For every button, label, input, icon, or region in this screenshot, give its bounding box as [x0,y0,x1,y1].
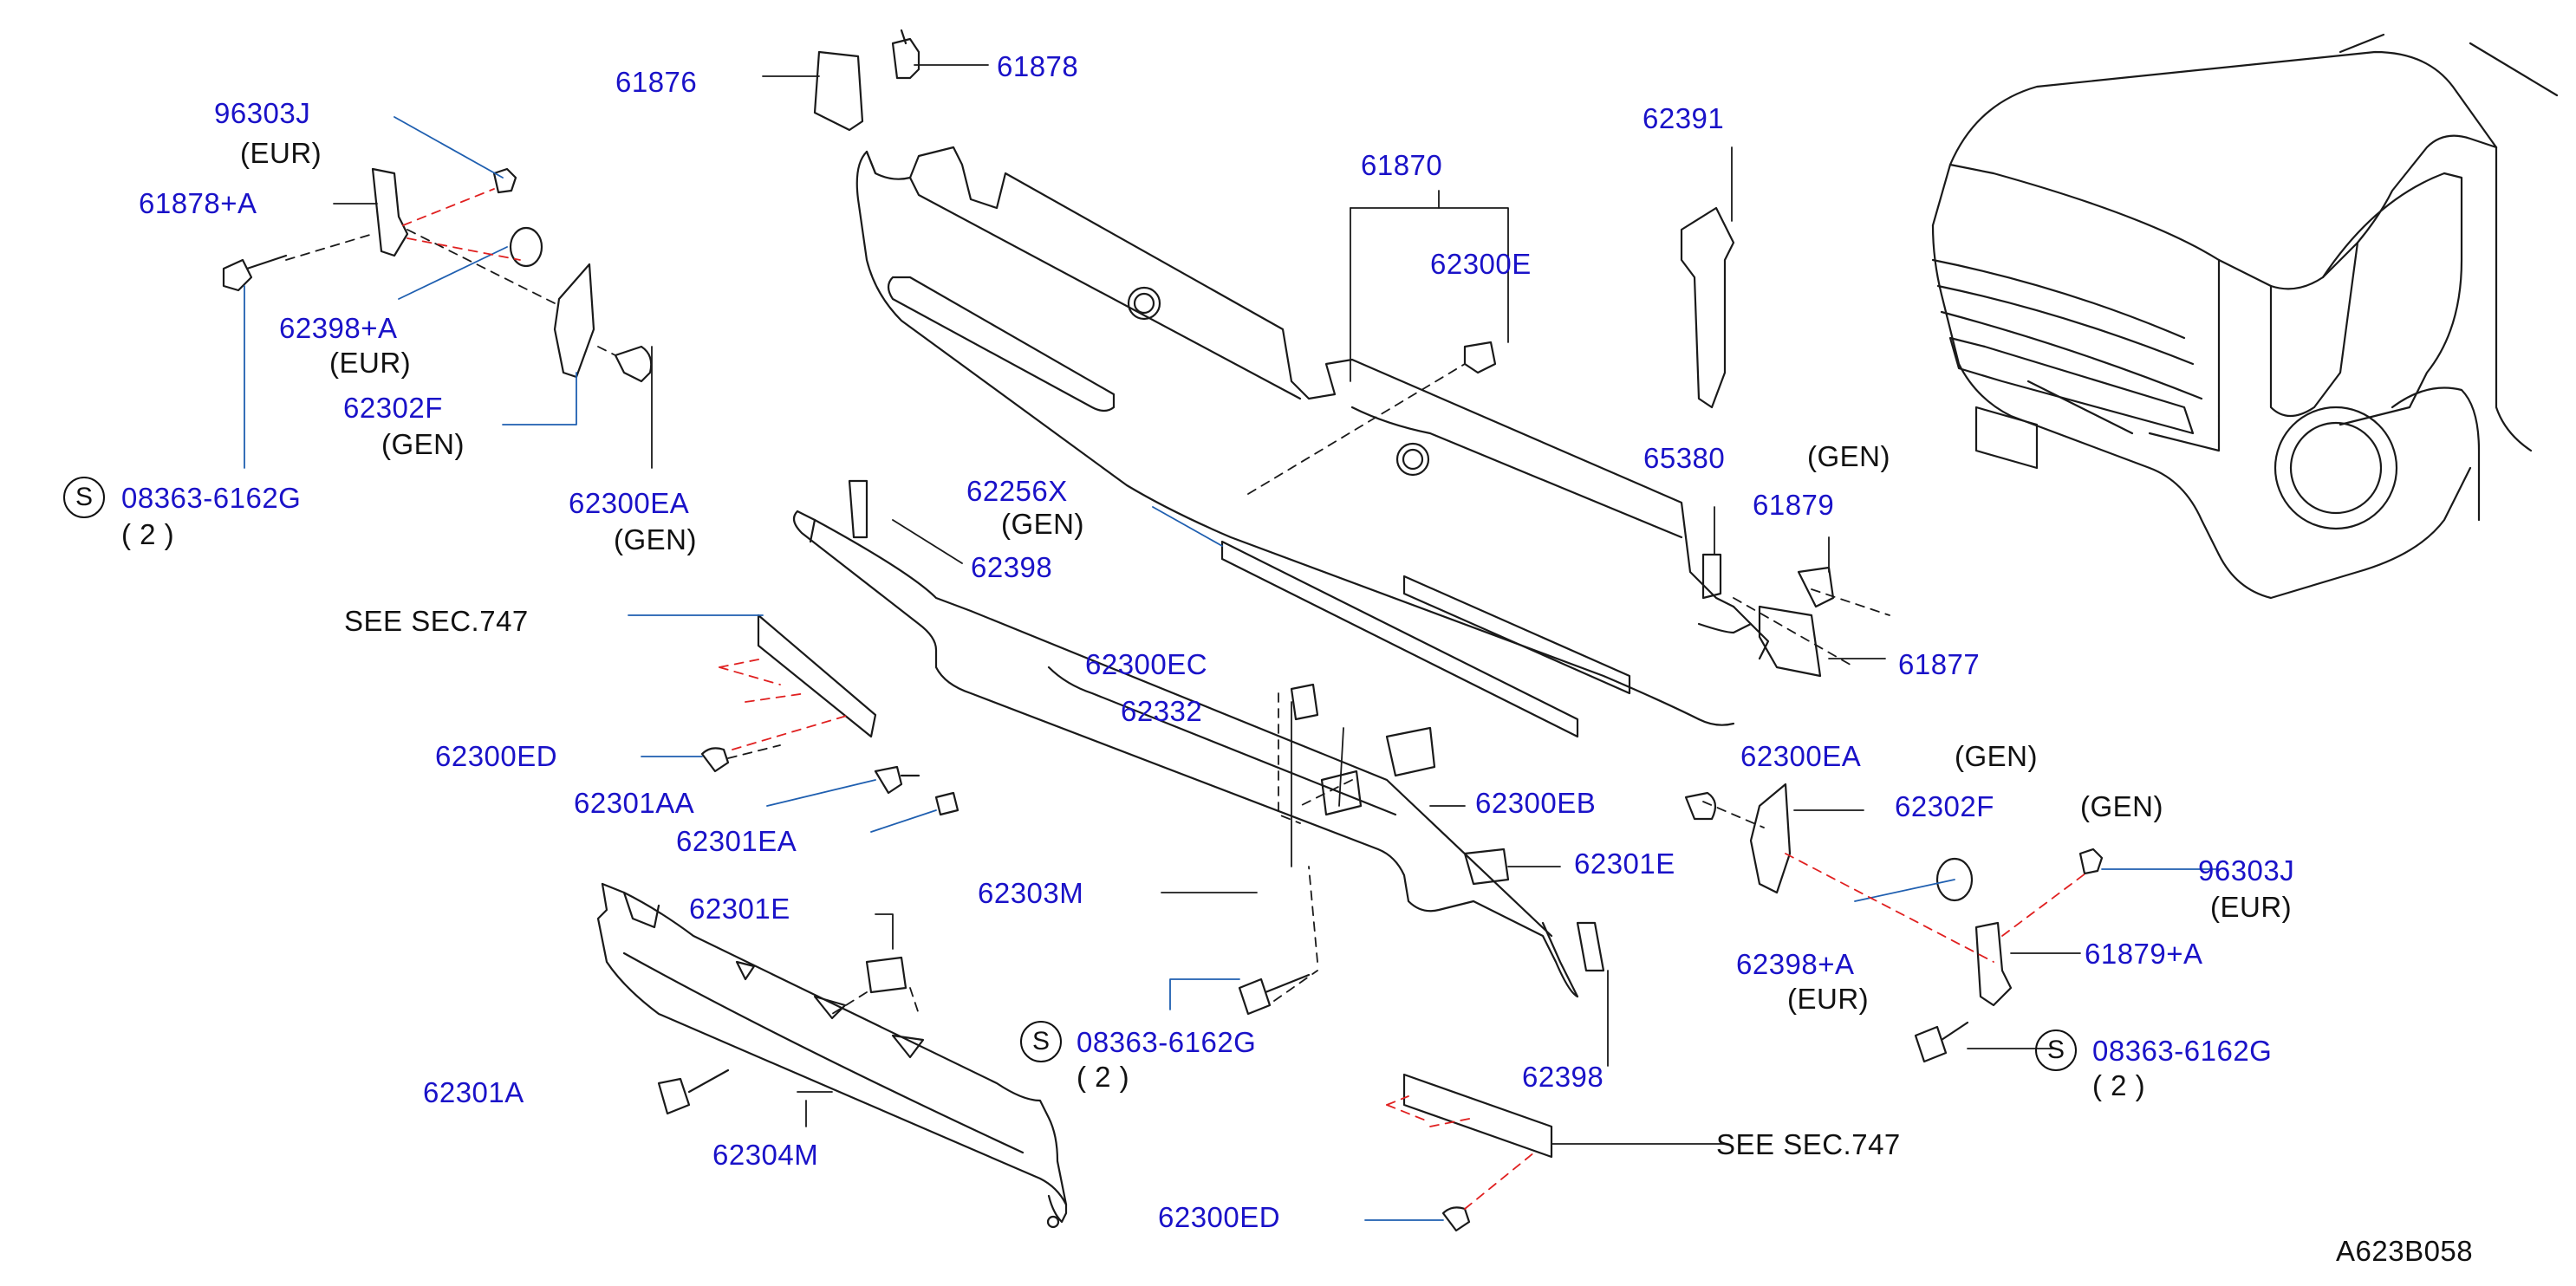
note-label: ( 2 ) [121,518,175,550]
clip-62301EA [934,791,959,816]
part-label: 61879 [1753,489,1835,521]
bracket-62302F-right [1749,783,1792,894]
part-label: 62300EA [569,487,690,519]
lower-valance-62304M [596,882,1068,1229]
bracket-61876 [813,50,864,132]
clip-62301E-mid [1463,848,1510,886]
bolt-08363-center [1238,973,1311,1016]
note-label: (GEN) [614,523,697,555]
spacer-62398A [509,226,543,268]
bracket-61877 [1758,605,1822,678]
clip-61878 [891,29,920,80]
part-label: 62301A [423,1076,524,1108]
part-label: 62398+A [1736,948,1855,980]
truck-cab-illustration [1931,33,2559,600]
bracket-62302F [553,263,595,379]
part-label: 62301AA [574,787,695,819]
part-label: 62300ED [1158,1201,1281,1233]
note-label: (GEN) [1001,508,1084,540]
clip-62300EA [614,345,653,383]
part-label: 08363-6162G [1077,1026,1257,1058]
part-label: 62398+A [279,312,398,344]
part-label: 61876 [615,66,698,98]
clip-62300EA-right [1684,791,1717,821]
bumper-62303M [792,510,1579,998]
note-label: (EUR) [1787,983,1870,1015]
part-label: 62301E [1574,848,1675,880]
bolt-08363-left [222,254,288,292]
part-label: 62256X [966,475,1068,507]
note-label: (EUR) [240,137,322,169]
grille-panel-61870 [855,146,1770,726]
part-label: 96303J [214,97,311,129]
note-label: (GEN) [1807,440,1890,472]
see-section-label: SEE SEC.747 [344,605,529,637]
part-label: 62300E [1430,248,1532,280]
screw-62301A [657,1068,730,1115]
pad-62398 [848,479,868,539]
note-label: (EUR) [2210,891,2293,923]
diagram-id: A623B058 [2336,1235,2474,1267]
strip-62256X [1220,540,1631,738]
nut-96303J-right [2078,848,2104,875]
clip-62300EB [1385,726,1436,777]
spacer-62398A-right [1935,857,1974,902]
bolt-08363-right [1914,1021,1969,1063]
see-section-label: SEE SEC.747 [1716,1128,1901,1160]
part-label: 61870 [1361,149,1443,181]
part-label: 62300ED [435,740,558,772]
s-symbol: S [2035,1029,2077,1071]
part-label: 61879+A [2085,938,2203,970]
s-symbol: S [1020,1021,1062,1062]
part-label: 61878 [997,50,1079,82]
part-label: 62304M [712,1139,819,1171]
part-label: 62398 [971,551,1053,583]
s-symbol: S [63,477,105,518]
reinforcement-right [1402,1073,1553,1159]
note-label: ( 2 ) [1077,1061,1130,1093]
clip-61879 [1797,566,1835,608]
note-label: ( 2 ) [2092,1069,2146,1101]
clip-62300EC [1320,770,1363,816]
clip-62300E [1463,341,1497,374]
note-label: (EUR) [329,347,412,379]
part-label: 62302F [1895,790,1994,822]
note-label: (GEN) [381,428,465,460]
pad-62398-right [1576,921,1605,972]
pad-65380 [1701,553,1722,600]
part-label: 62398 [1522,1061,1604,1093]
note-label: (GEN) [2080,790,2163,822]
clip-62301E-lower [865,956,907,994]
bracket-61878A [371,167,409,257]
part-label: 61878+A [139,187,257,219]
part-label: 08363-6162G [121,482,302,514]
part-label: 62301EA [676,825,797,857]
part-label: 61877 [1898,648,1981,680]
bracket-61879A [1974,921,2013,1007]
bracket-62391 [1680,206,1735,409]
part-label: 65380 [1643,442,1726,474]
part-label: 08363-6162G [2092,1035,2273,1067]
part-label: 62303M [978,877,1084,909]
reinforcement-left [757,614,877,738]
part-label: 62302F [343,392,443,424]
clip-62300ED-left [700,747,730,773]
part-label: 62300EA [1740,740,1862,772]
part-label: 62301E [689,893,790,925]
clip-62332 [1290,683,1319,721]
part-label: 62391 [1643,102,1725,134]
nut-96303J [492,167,517,194]
screw-62301AA [874,765,920,795]
part-label: 62300EB [1475,787,1597,819]
note-label: (GEN) [1955,740,2038,772]
clip-62300ED-right [1441,1206,1471,1232]
part-label: 62300EC [1085,648,1208,680]
part-label: 62332 [1121,695,1203,727]
part-label: 96303J [2198,854,2295,887]
